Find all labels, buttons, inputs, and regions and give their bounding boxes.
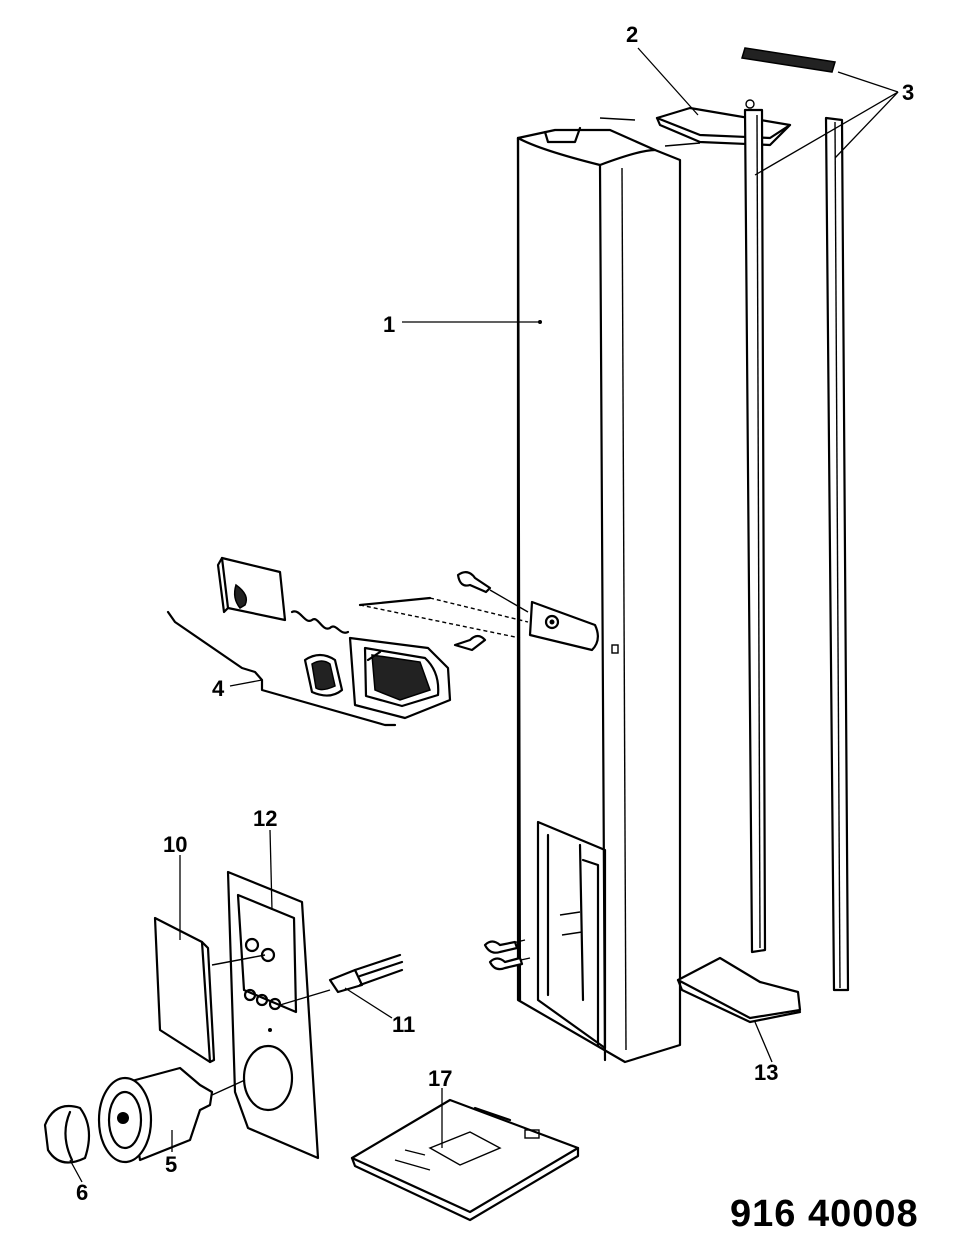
callout-12: 12 xyxy=(253,806,277,831)
callout-4: 4 xyxy=(212,676,225,701)
callout-1: 1 xyxy=(383,312,395,337)
callout-10: 10 xyxy=(163,832,187,857)
part-12-control-panel xyxy=(211,870,331,1160)
callout-6: 6 xyxy=(76,1180,88,1205)
reference-number: 916 40008 xyxy=(730,1193,919,1235)
callout-13: 13 xyxy=(754,1060,778,1085)
part-4-latch-assembly xyxy=(166,556,529,727)
part-1-housing xyxy=(516,126,682,1064)
callout-5: 5 xyxy=(165,1152,177,1177)
callout-labels: 1 2 3 4 10 12 11 13 17 5 6 xyxy=(76,22,914,1205)
part-13-base-tray xyxy=(483,939,802,1024)
part-10-label-card xyxy=(153,916,216,1064)
part-17-manual xyxy=(350,1098,580,1222)
leader-lines xyxy=(69,47,899,1183)
part-5-cylinder xyxy=(97,1066,246,1164)
part-11-probe xyxy=(328,953,404,994)
callout-3: 3 xyxy=(902,80,914,105)
part-6-knob-cap xyxy=(43,1104,91,1164)
part-3-rails xyxy=(741,47,850,992)
callout-2: 2 xyxy=(626,22,638,47)
callout-11: 11 xyxy=(392,1012,415,1037)
callout-17: 17 xyxy=(428,1066,452,1091)
